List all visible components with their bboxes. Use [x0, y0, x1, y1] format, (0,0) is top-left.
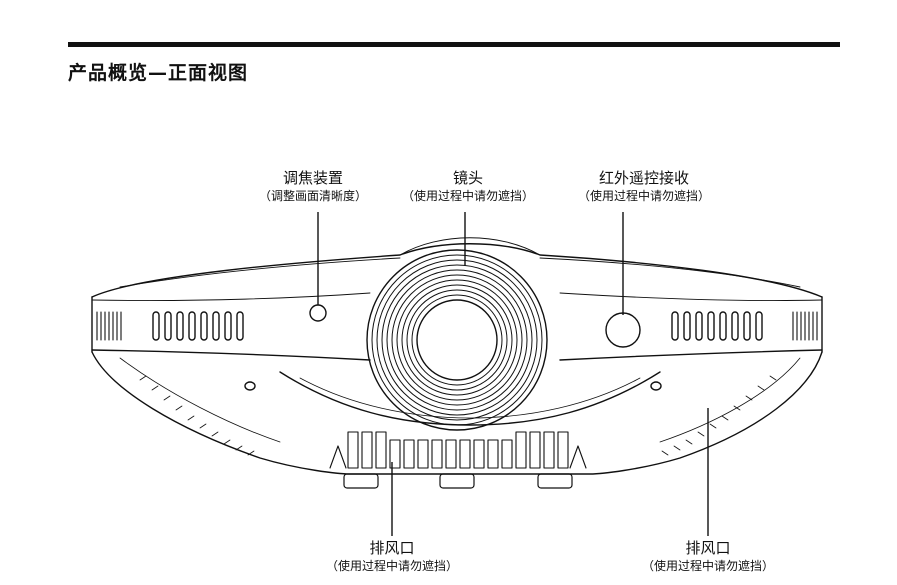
side-grille-right	[792, 311, 818, 341]
top-shell-ridge	[399, 237, 541, 256]
callout-ir-note: （使用过程中请勿遮挡）	[577, 189, 710, 203]
front-slots-right	[671, 311, 763, 341]
callout-focus: 调焦装置 （调整画面清晰度）	[232, 168, 394, 204]
callout-ir-label: 红外遥控接收	[598, 169, 689, 187]
body-band-upper-line	[91, 292, 823, 301]
callout-vent-right-note: （使用过程中请勿遮挡）	[641, 559, 774, 573]
lower-skirt	[91, 351, 823, 475]
focus-dial	[309, 304, 327, 322]
bottom-feet	[343, 473, 573, 489]
chin-curve	[279, 371, 661, 426]
bottom-exhaust-fins	[329, 431, 587, 469]
front-slots-left	[152, 311, 244, 341]
callout-lens-label: 镜头	[452, 169, 483, 187]
lower-skirt-inner	[119, 357, 801, 443]
callout-vent-left-note: （使用过程中请勿遮挡）	[325, 559, 458, 573]
callout-lens: 镜头 （使用过程中请勿遮挡）	[386, 168, 550, 204]
top-divider	[68, 42, 840, 47]
callout-vent-left: 排风口 （使用过程中请勿遮挡）	[310, 538, 474, 574]
callout-vent-right: 排风口 （使用过程中请勿遮挡）	[626, 538, 790, 574]
screw-right	[650, 381, 662, 391]
body-band-lower-line	[91, 349, 823, 361]
screw-left	[244, 381, 256, 391]
page-title: 产品概览—正面视图	[68, 62, 249, 84]
callout-vent-left-label: 排风口	[369, 539, 415, 557]
side-grille-left	[96, 311, 122, 341]
callout-focus-note: （调整画面清晰度）	[258, 189, 367, 203]
callout-lens-note: （使用过程中请勿遮挡）	[401, 189, 534, 203]
chin-curve-inner	[299, 377, 641, 419]
underside-vent-hatch-left	[139, 375, 255, 456]
callout-ir: 红外遥控接收 （使用过程中请勿遮挡）	[560, 168, 728, 204]
body-band-top	[91, 296, 823, 353]
top-shell-outline	[91, 243, 823, 298]
callout-focus-label: 调焦装置	[282, 169, 343, 187]
callout-leader-lines	[317, 212, 709, 536]
callout-vent-right-label: 排风口	[685, 539, 731, 557]
ir-receiver	[605, 312, 641, 348]
underside-vent-hatch-right	[661, 375, 777, 456]
lens-assembly	[366, 249, 548, 431]
top-shell-inner	[119, 257, 801, 288]
